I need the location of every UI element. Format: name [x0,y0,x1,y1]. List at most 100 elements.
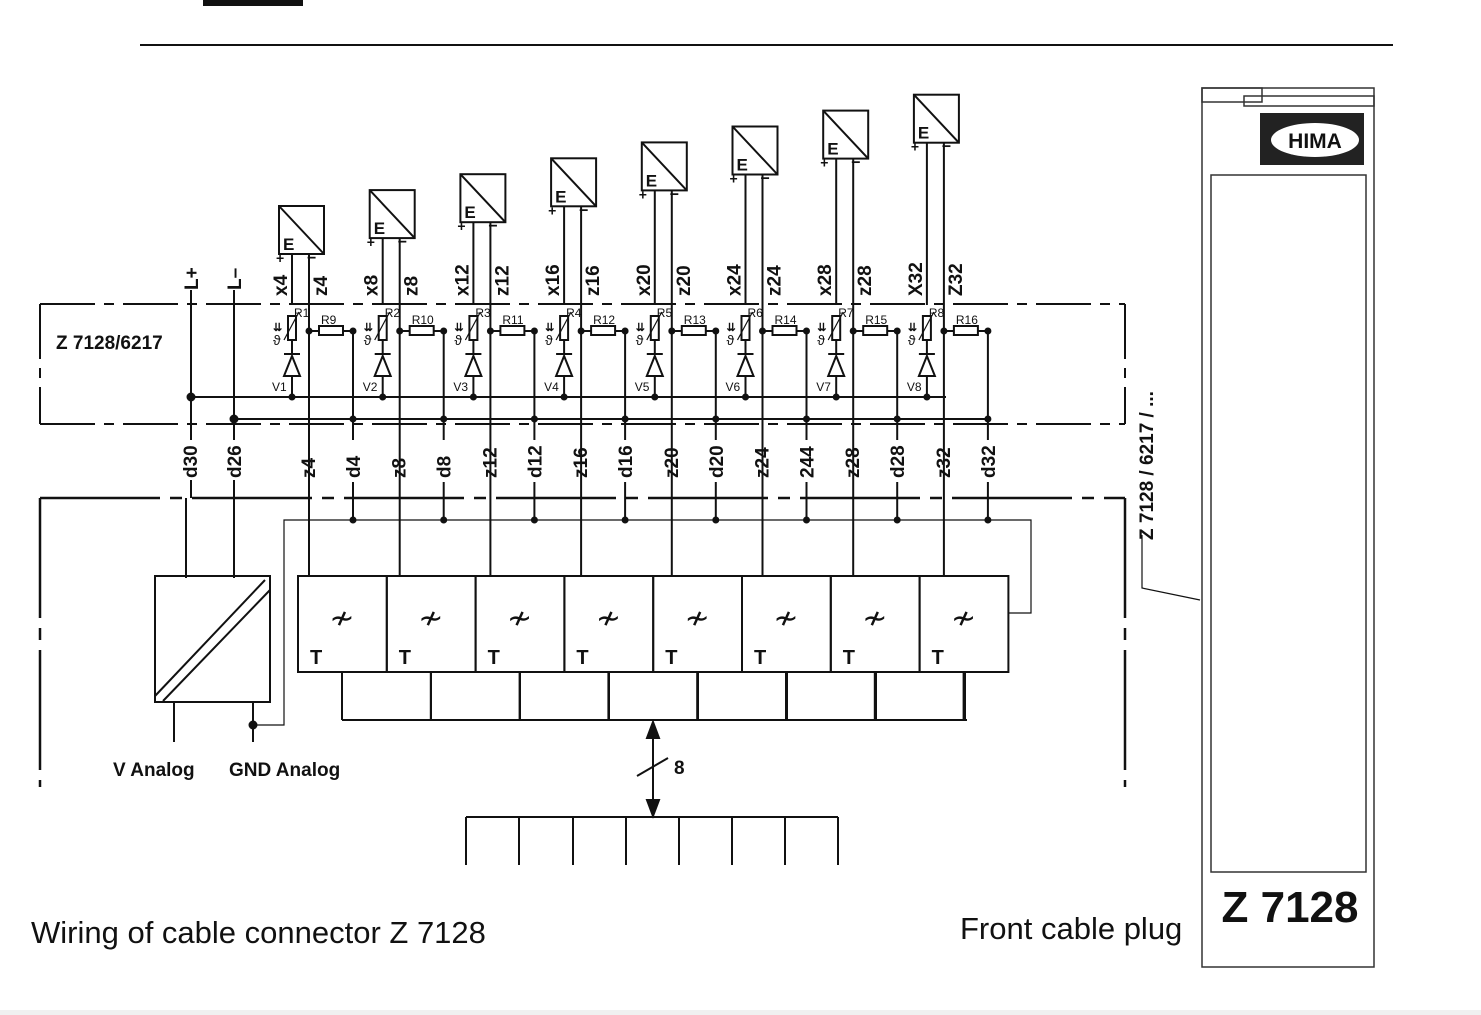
resistor-label-b: R10 [412,313,434,327]
resistor-label-a: R7 [838,306,854,320]
board-outline [39,303,1126,425]
transmitter-minus: − [398,234,407,251]
filter-label: T [576,647,588,669]
transmitter-plus: + [730,171,738,187]
light-symbol: ⇊ [273,322,282,334]
theta-symbol: ϑ [817,332,825,348]
diode-label: V8 [907,380,922,394]
transmitter-mark: E [464,203,475,222]
theta-symbol: ϑ [545,332,553,348]
diode-label: V1 [272,380,287,394]
transmitter-mark: E [555,187,566,206]
light-symbol: ⇊ [454,322,463,334]
diode-label: V3 [453,380,468,394]
diode-label: V4 [544,380,559,394]
filter-label: T [665,647,677,669]
pin-label-d: 244 [798,446,819,478]
transmitter-mark: E [283,235,294,254]
filter-label: T [843,647,855,669]
pin-label-z: z28 [843,447,864,478]
pin-label-d30: d30 [181,445,202,478]
top-label-x: x12 [452,264,473,296]
pin-label-d: d28 [888,445,909,478]
filter-label: T [310,647,322,669]
hima-logo-oval [1271,123,1359,157]
transmitter-plus: + [820,155,828,171]
light-symbol: ⇊ [908,322,917,334]
supply-label-minus: L– [225,268,246,290]
board-label: Z 7128/6217 [56,333,163,354]
transmitter-plus: + [276,250,284,266]
pin-label-z: z20 [662,447,683,478]
filter-label: T [754,647,766,669]
resistor-label-b: R16 [956,313,978,327]
top-label-z: z20 [674,265,695,296]
transmitter-minus: − [851,155,860,172]
top-label-x: X32 [906,262,927,296]
resistor-label-b: R15 [865,313,887,327]
footer-rule [0,1010,1481,1015]
theta-symbol: ϑ [908,332,916,348]
pin-label-d: d16 [616,445,637,478]
bus [342,719,967,865]
top-label-x: x20 [634,264,655,296]
filter-symbol: ≁ [418,602,443,635]
light-symbol: ⇊ [545,322,554,334]
theta-symbol: ϑ [727,332,735,348]
top-label-x: x8 [362,275,383,296]
transmitter-plus: + [367,234,375,250]
theta-symbol: ϑ [636,332,644,348]
transmitter-mark: E [918,124,929,143]
diode-label: V7 [816,380,831,394]
filter-label: T [932,647,944,669]
transmitter-minus: − [579,202,588,219]
resistor-label-a: R1 [294,306,310,320]
top-label-x: x24 [725,264,746,296]
pin-label-d: d32 [979,445,1000,478]
transmitter-mark: E [374,219,385,238]
transmitter-mark: E [827,140,838,159]
channel-5: E+−⇊ϑ≁T [636,141,744,720]
pin-label-z: z12 [480,447,501,478]
top-label-x: x16 [543,264,564,296]
converter-box [154,519,1032,742]
pin-label-d: d20 [707,445,728,478]
filter-symbol: ≁ [507,602,532,635]
pin-label-d: d4 [344,455,365,478]
resistor-label-b: R9 [321,313,337,327]
transmitter-plus: + [548,202,556,218]
pin-label-z: z4 [299,458,320,479]
light-symbol: ⇊ [727,322,736,334]
top-label-z: z24 [765,265,786,296]
header-tab [203,0,303,6]
top-label-z: Z32 [946,263,967,296]
channel-3: E+−⇊ϑ≁T [454,173,566,720]
transmitter-plus: + [457,218,465,234]
channel-7: E+−⇊ϑ≁T [817,109,921,720]
transmitter-plus: + [639,186,647,202]
pin-label-z: z24 [753,447,774,478]
filter-label: T [399,647,411,669]
transmitter-minus: − [942,139,951,156]
top-label-z: z28 [855,265,876,296]
caption-left: Wiring of cable connector Z 7128 [31,915,486,950]
transmitter-minus: − [670,186,679,203]
resistor-label-a: R8 [929,306,945,320]
transmitter-plus: + [911,139,919,155]
channel-4: E+−⇊ϑ≁T [545,157,655,720]
transmitter-mark: E [737,156,748,175]
diode-label: V5 [635,380,650,394]
front-cable-plug [1201,87,1375,968]
theta-symbol: ϑ [454,332,462,348]
light-symbol: ⇊ [364,322,373,334]
light-symbol: ⇊ [817,322,826,334]
diode-label: V2 [363,380,378,394]
pin-label-d: d12 [525,445,546,478]
pin-label-d26: d26 [225,445,246,478]
resistor-label-b: R14 [775,313,797,327]
transmitter-minus: − [761,171,770,188]
hima-logo-text: HIMA [1288,130,1342,153]
filter-symbol: ≁ [685,602,710,635]
